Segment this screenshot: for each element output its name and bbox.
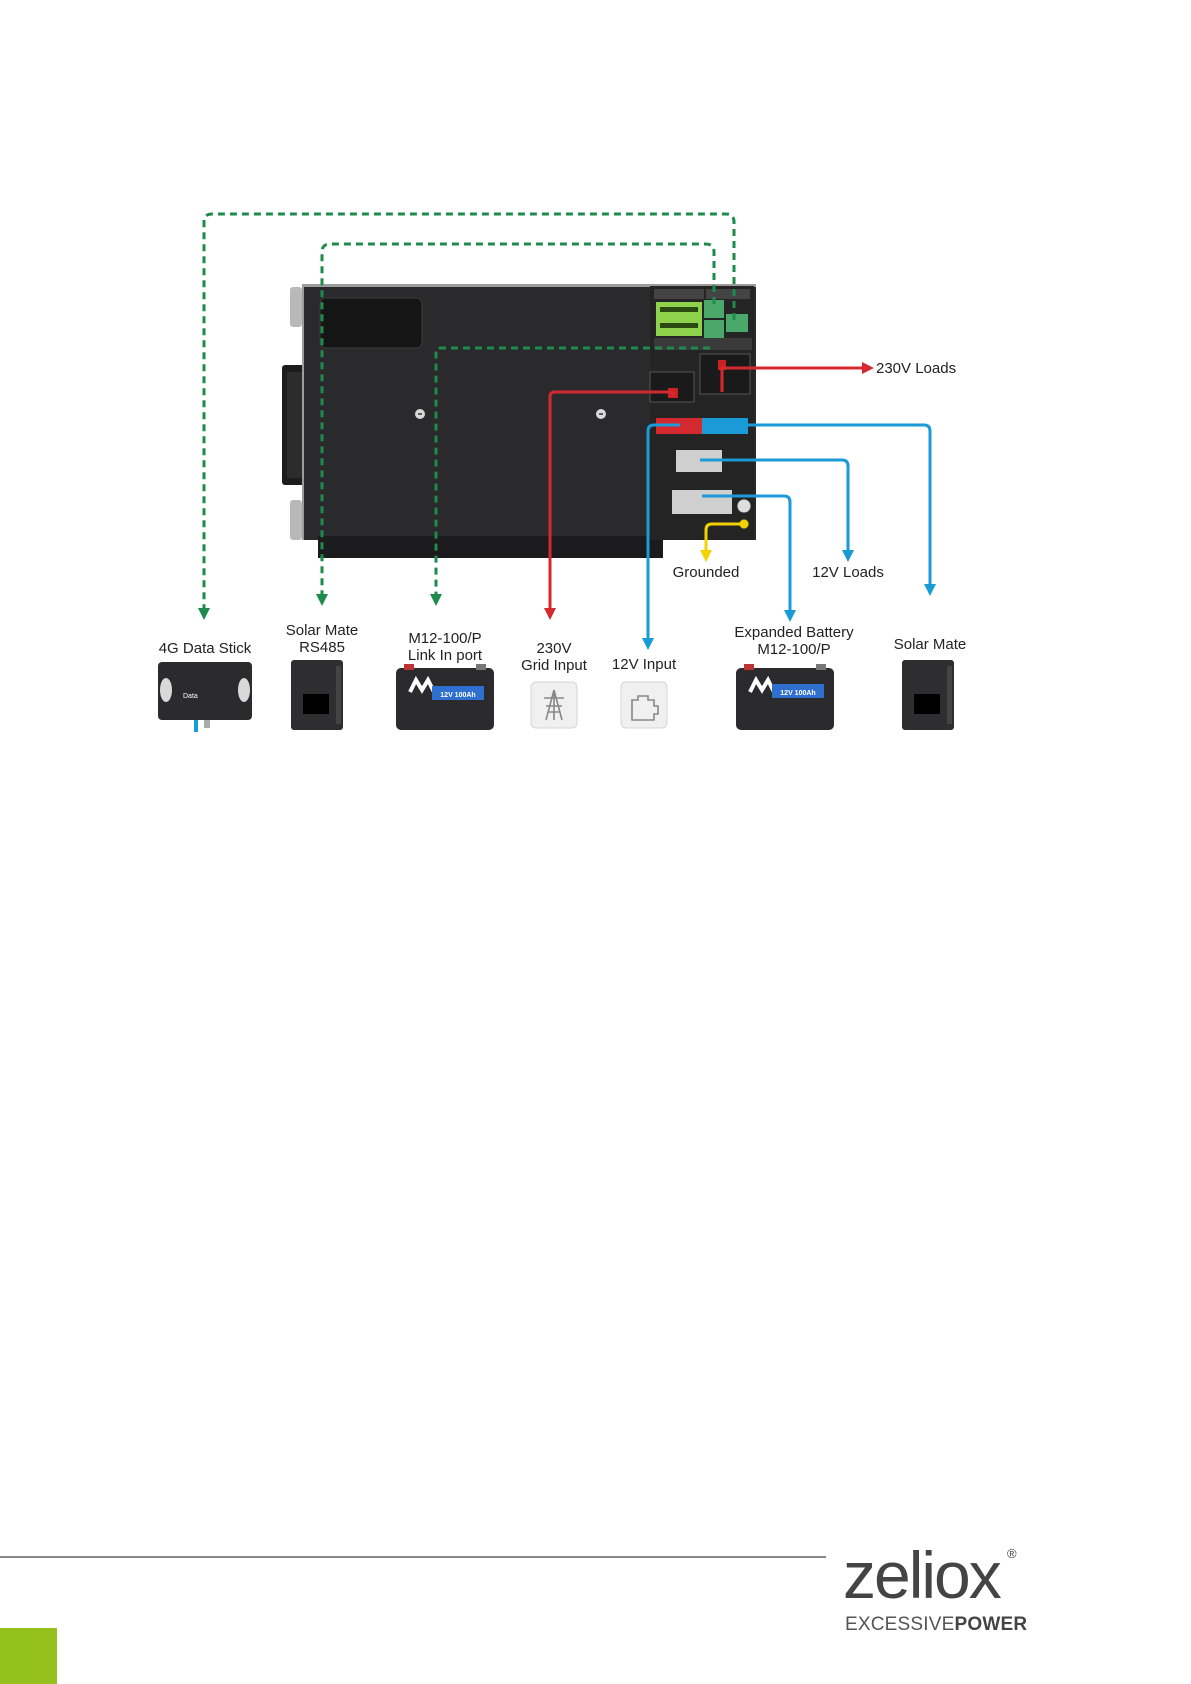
registered-mark: ® [1007,1546,1017,1561]
page-corner-tab [0,1628,57,1684]
data-stick-device [158,662,252,732]
tagline-light: EXCESSIVE [845,1614,955,1635]
rj45-port [726,314,748,332]
solar-mate-rs485-device [291,660,343,730]
label-line: M12-100/P [724,641,864,658]
label-grounded: Grounded [666,564,746,581]
battery-label: 12V 100Ah [780,690,815,697]
label-line: Expanded Battery [724,624,864,641]
carry-handle [320,298,422,348]
label-line: 230V [509,640,599,657]
label-solar-mate-rs485: Solar Mate RS485 [272,622,372,656]
label-4g-data-stick: 4G Data Stick [145,640,265,657]
label-expanded-battery: Expanded Battery M12-100/P [724,624,864,658]
rj45-port [704,320,724,338]
brand-logo: zeliox ® EXCESSIVEPOWER [843,1540,1083,1660]
label-line: Solar Mate [272,622,372,639]
mount-handle-top [290,287,302,327]
engine-icon [621,682,667,728]
battery-label: 12V 100Ah [440,692,475,699]
tagline-bold: POWER [955,1614,1028,1635]
label-line: M12-100/P [395,630,495,647]
anderson-grey [672,490,732,514]
mount-handle-bottom [290,500,302,540]
label-solar-mate: Solar Mate [880,636,980,653]
ground-terminal [739,519,749,529]
solar-mate-device [902,660,954,730]
label-12v-input: 12V Input [600,656,688,673]
label-line: Link In port [395,647,495,664]
main-unit [282,284,756,558]
label-grid-input: 230V Grid Input [509,640,599,674]
label-line: RS485 [272,639,372,656]
label-link-in-port: M12-100/P Link In port [395,630,495,664]
label-line: Grid Input [509,657,599,674]
wiring-diagram-svg: Data 12V 100Ah [0,0,1191,800]
label-12v-loads: 12V Loads [804,564,892,581]
wiring-diagram: Data 12V 100Ah [0,0,1191,800]
expanded-battery-device [736,664,834,730]
brand-tagline: EXCESSIVEPOWER [845,1614,1027,1636]
brand-wordmark: zeliox [843,1540,1000,1610]
data-stick-text: Data [183,693,198,700]
footer-divider [0,1556,826,1558]
label-230v-loads: 230V Loads [876,360,956,377]
unit-base [318,536,663,558]
grid-input-icon [531,682,577,728]
